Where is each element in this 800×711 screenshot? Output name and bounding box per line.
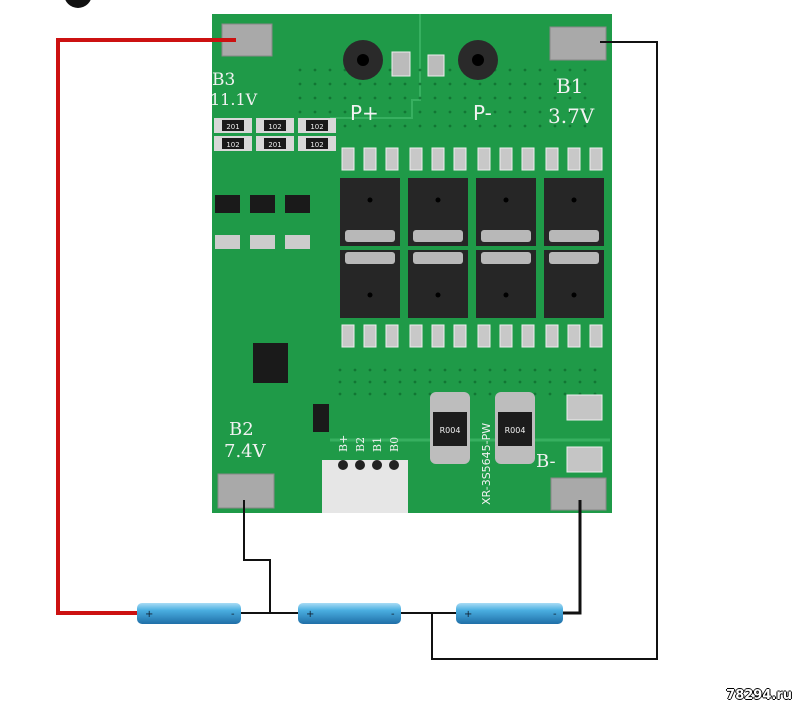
pad-b1 <box>549 26 607 61</box>
balance-pin-label: B0 <box>388 437 401 452</box>
label-b-minus: B- <box>536 451 556 472</box>
label-b2-voltage: 7.4V <box>224 441 267 462</box>
battery-minus-label: - <box>231 609 235 620</box>
svg-text:102: 102 <box>310 141 323 149</box>
model-label: XR-3S5645-PW <box>480 423 493 505</box>
battery-minus-label: - <box>391 609 395 620</box>
resistor: 201 <box>214 118 252 133</box>
battery-plus-label: + <box>306 609 314 620</box>
balance-pin-label: B2 <box>354 437 367 452</box>
shunt-2: R004 <box>505 426 526 435</box>
battery-plus-label: + <box>464 609 472 620</box>
label-b1: B1 <box>556 74 583 98</box>
resistor: 102 <box>256 118 294 133</box>
mosfet <box>544 250 604 348</box>
mosfet <box>340 147 400 246</box>
resistor: 102 <box>214 136 252 151</box>
black-wire-b2 <box>243 500 271 613</box>
svg-text:102: 102 <box>268 123 281 131</box>
label-b2: B2 <box>229 419 254 440</box>
mosfet <box>544 147 604 246</box>
label-b1-voltage: 3.7V <box>548 104 595 128</box>
mosfet <box>476 250 536 348</box>
balance-pin <box>355 460 365 470</box>
svg-text:201: 201 <box>226 123 239 131</box>
balance-pin <box>389 460 399 470</box>
shunt-1: R004 <box>440 426 461 435</box>
svg-text:102: 102 <box>226 141 239 149</box>
resistor: 102 <box>298 136 336 151</box>
battery-plus-label: + <box>145 609 153 620</box>
battery-cell: +- <box>456 603 563 624</box>
svg-text:102: 102 <box>310 123 323 131</box>
pcb-board: B3 11.1V P+ P- B1 3.7V B2 7.4V B- XR-3S5… <box>210 14 612 513</box>
corner-mark <box>65 0 91 8</box>
balance-pin-label: B+ <box>337 435 350 452</box>
watermark: 78294.ru <box>726 688 792 703</box>
battery-cell: +- <box>298 603 401 624</box>
label-b3: B3 <box>212 70 235 90</box>
mosfet <box>408 250 468 348</box>
resistor: 102 <box>298 118 336 133</box>
red-wire-b3 <box>56 38 236 615</box>
label-b3-voltage: 11.1V <box>210 90 258 109</box>
mosfet <box>476 147 536 246</box>
balance-pin <box>372 460 382 470</box>
black-wire-b-minus <box>563 500 582 615</box>
protection-ic <box>253 343 288 383</box>
balance-pin <box>338 460 348 470</box>
battery-cell: +- <box>137 603 241 624</box>
mosfet <box>408 147 468 246</box>
label-p-plus: P+ <box>350 101 379 125</box>
mosfet <box>340 250 400 348</box>
resistor: 201 <box>256 136 294 151</box>
svg-text:201: 201 <box>268 141 281 149</box>
pad-b2 <box>217 473 275 509</box>
label-p-minus: P- <box>473 101 492 125</box>
black-wire-b1 <box>431 41 658 660</box>
balance-pin-label: B1 <box>371 437 384 452</box>
battery-minus-label: - <box>553 609 557 620</box>
